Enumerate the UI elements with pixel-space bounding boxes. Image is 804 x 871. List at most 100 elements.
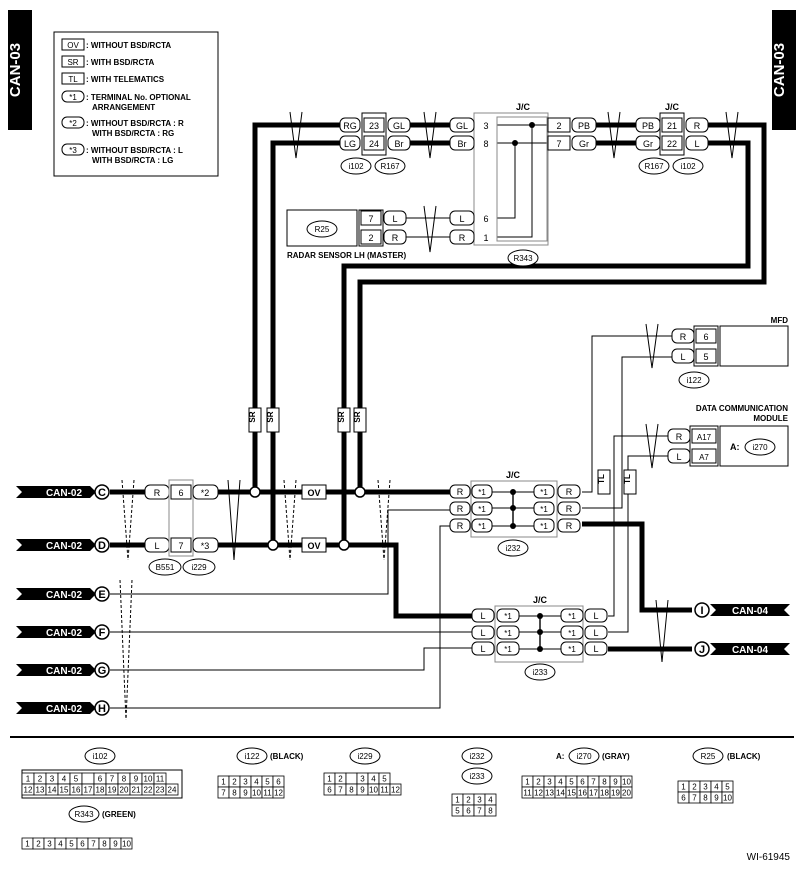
- pin-number: 16: [578, 789, 587, 798]
- svg-text:SR: SR: [248, 411, 257, 422]
- svg-text:H: H: [98, 703, 106, 715]
- pin-cell: [345, 772, 358, 785]
- pin-number: 6: [98, 775, 103, 784]
- pin-cell: [484, 804, 497, 817]
- svg-text:A7: A7: [699, 453, 709, 462]
- pin-number: 11: [263, 789, 272, 798]
- svg-text:*1: *1: [540, 505, 548, 514]
- pin-number: 4: [558, 778, 563, 787]
- svg-text:L: L: [480, 644, 485, 654]
- svg-text:OV: OV: [307, 541, 320, 551]
- splice-dots: [249, 122, 535, 551]
- port-d: CAN-02 D: [16, 537, 110, 553]
- svg-text:R: R: [154, 488, 161, 498]
- connector-views: i102 i122 (BLACK) i229 i232 i233 A: i270…: [10, 736, 794, 850]
- svg-text:PB: PB: [578, 121, 590, 131]
- pin-number: 24: [168, 786, 177, 795]
- svg-text:Br: Br: [395, 139, 404, 149]
- pin-number: 8: [488, 807, 493, 816]
- svg-text:WITH BSD/RCTA : RG: WITH BSD/RCTA : RG: [92, 129, 174, 138]
- port-e: CAN-02 E: [16, 586, 110, 602]
- svg-text:i232: i232: [505, 544, 521, 553]
- svg-text:E: E: [98, 589, 105, 601]
- svg-text:: WITH BSD/RCTA: : WITH BSD/RCTA: [86, 58, 155, 67]
- svg-text:CAN-02: CAN-02: [46, 488, 83, 499]
- pin-number: 9: [714, 794, 719, 803]
- svg-text:i229: i229: [357, 752, 373, 761]
- svg-text:7: 7: [556, 139, 561, 149]
- svg-text:*1: *1: [568, 612, 576, 621]
- pin-number: 2: [692, 783, 697, 792]
- ov-tags: OV OV: [301, 484, 327, 553]
- pin-number: 3: [243, 778, 248, 787]
- radar-sensor: R25 7 2 L R RADAR SENSOR LH (MASTER): [286, 209, 407, 260]
- svg-text:*1: *1: [568, 645, 576, 654]
- svg-text:R: R: [566, 487, 573, 497]
- svg-text:22: 22: [667, 139, 677, 149]
- pin-number: 10: [622, 778, 631, 787]
- svg-text:R343: R343: [513, 254, 533, 263]
- pin-number: 22: [144, 786, 153, 795]
- svg-text:i122: i122: [244, 752, 260, 761]
- svg-text:*2: *2: [201, 488, 210, 498]
- pin-number: 11: [523, 789, 532, 798]
- pin-number: 5: [569, 778, 574, 787]
- svg-text:A:: A:: [730, 442, 740, 452]
- svg-text:(BLACK): (BLACK): [270, 752, 304, 761]
- pin-number: 19: [108, 786, 117, 795]
- pin-number: 7: [591, 778, 596, 787]
- pin-number: 5: [382, 775, 387, 784]
- svg-text:6: 6: [703, 332, 708, 342]
- svg-text:*1: *1: [540, 522, 548, 531]
- svg-text:CAN-04: CAN-04: [732, 645, 769, 656]
- mfd: MFD R L 6 5 i122: [671, 316, 789, 389]
- svg-text:CAN-02: CAN-02: [46, 704, 83, 715]
- pin-number: 13: [545, 789, 554, 798]
- pin-number: 11: [156, 775, 165, 784]
- svg-text:R: R: [694, 121, 701, 131]
- svg-text:8: 8: [483, 139, 488, 149]
- pin-number: 4: [58, 840, 63, 849]
- svg-text:i233: i233: [469, 772, 485, 781]
- tl-tags: TL TL: [597, 469, 637, 495]
- pin-number: 3: [50, 775, 55, 784]
- svg-text:i122: i122: [686, 376, 702, 385]
- svg-text:L: L: [593, 644, 598, 654]
- pin-number: 8: [122, 775, 127, 784]
- pin-number: 18: [600, 789, 609, 798]
- svg-text:(GRAY): (GRAY): [602, 752, 630, 761]
- pin-number: 9: [113, 840, 118, 849]
- svg-text:R343: R343: [74, 810, 94, 819]
- svg-text:WITH BSD/RCTA : LG: WITH BSD/RCTA : LG: [92, 156, 173, 165]
- connector-b551: R L 6 7 *2 *3 B551 i229: [144, 479, 219, 576]
- svg-text:C: C: [98, 487, 106, 499]
- svg-text:L: L: [392, 214, 397, 224]
- svg-text:Gr: Gr: [643, 139, 653, 149]
- right-ports: I CAN-04 J CAN-04: [694, 602, 790, 657]
- pin-number: 1: [455, 796, 460, 805]
- page-tag-left: CAN-03: [7, 10, 32, 130]
- svg-text:CAN-04: CAN-04: [732, 606, 769, 617]
- pin-number: 4: [254, 778, 259, 787]
- svg-text:R: R: [457, 487, 464, 497]
- pin-number: 20: [622, 789, 631, 798]
- svg-text:CAN-02: CAN-02: [46, 666, 83, 677]
- left-ports: CAN-02 C CAN-02 D CAN-02 E CAN-02 F CAN-…: [16, 484, 110, 716]
- svg-text:PB: PB: [642, 121, 654, 131]
- svg-text:2: 2: [556, 121, 561, 131]
- pin-number: 6: [580, 778, 585, 787]
- svg-text:R: R: [457, 504, 464, 514]
- pin-number: 7: [692, 794, 697, 803]
- pin-number: 12: [534, 789, 543, 798]
- jc-i232: J/C R R R *1 *1 *1 *1 *1 *1 R R R i232: [449, 470, 581, 557]
- data-communication-module: DATA COMMUNICATION MODULE A: i270 R L A1…: [667, 404, 789, 467]
- svg-text:7: 7: [368, 214, 373, 224]
- svg-text:: WITHOUT BSD/RCTA : L: : WITHOUT BSD/RCTA : L: [86, 146, 183, 155]
- svg-text:OV: OV: [67, 41, 79, 50]
- svg-text:MFD: MFD: [771, 316, 789, 325]
- svg-text:i270: i270: [752, 443, 768, 452]
- pin-number: 15: [60, 786, 69, 795]
- svg-text:J/C: J/C: [516, 102, 531, 112]
- svg-text:i233: i233: [532, 668, 548, 677]
- pin-number: 14: [556, 789, 565, 798]
